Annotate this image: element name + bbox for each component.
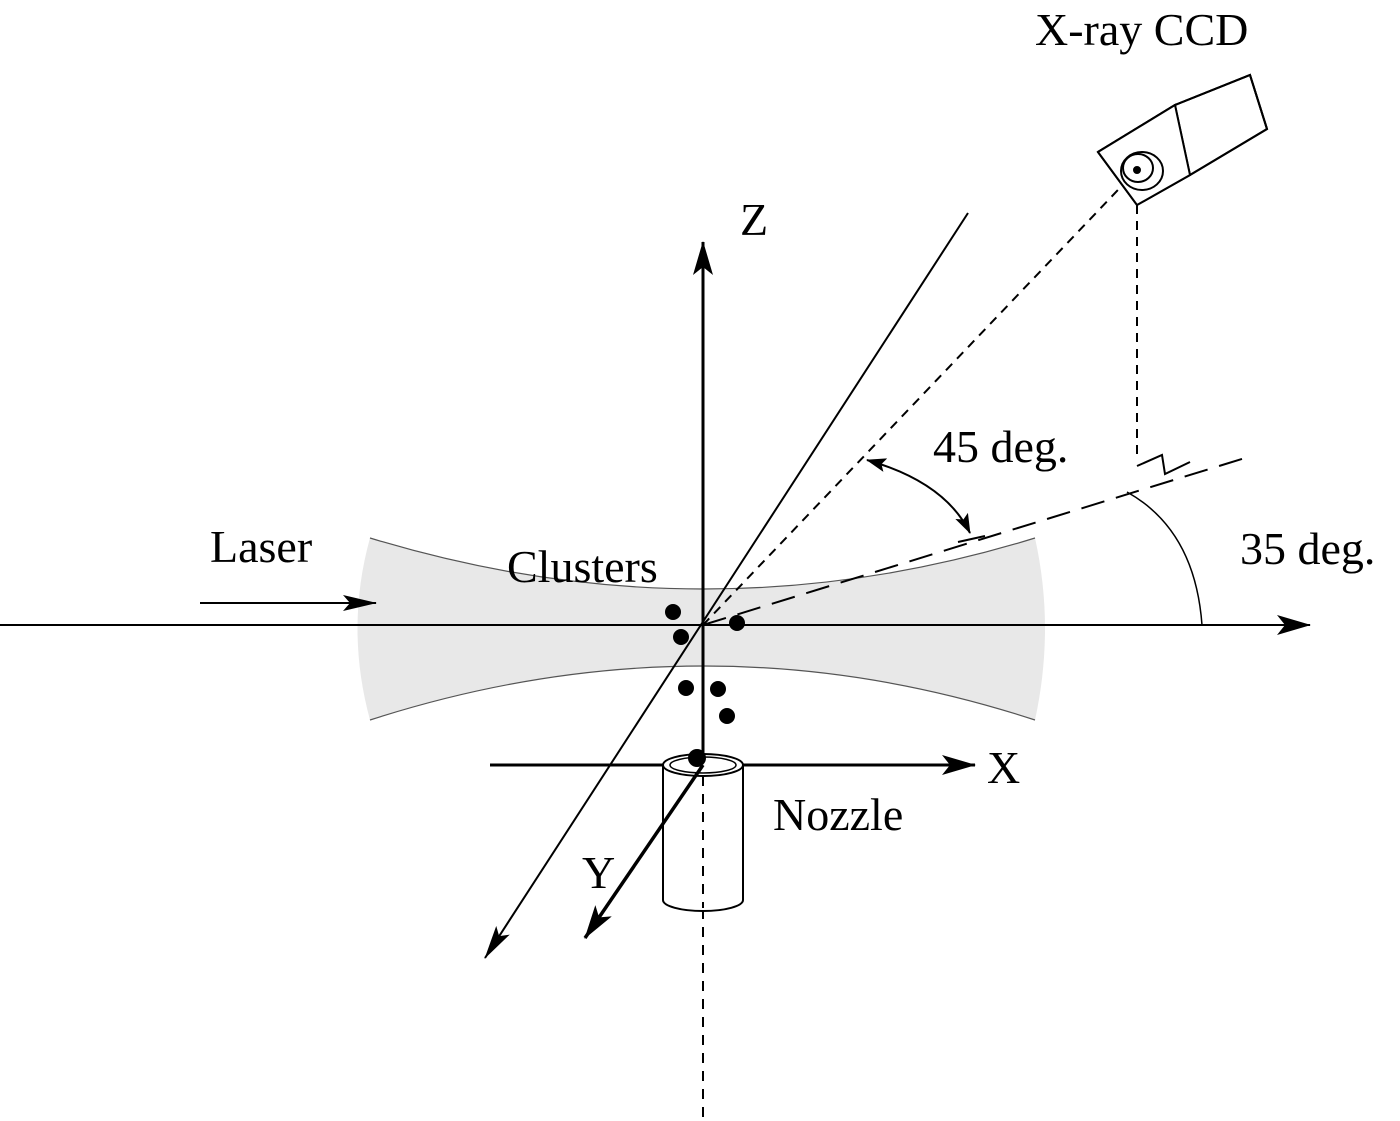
nozzle	[662, 753, 744, 912]
cluster-dot	[678, 680, 694, 696]
break-symbol	[1136, 453, 1191, 476]
diagonal-reference-line	[484, 212, 969, 959]
cluster-dot	[665, 604, 681, 620]
ccd-camera-icon	[1096, 73, 1269, 207]
horizontal-projection-line	[702, 457, 1246, 626]
clusters	[665, 604, 745, 767]
ccd-label: X-ray CCD	[1035, 4, 1248, 55]
x-axis-label: X	[987, 742, 1020, 793]
cluster-dot	[688, 749, 706, 767]
cluster-dot	[729, 615, 745, 631]
angle-45-label: 45 deg.	[933, 421, 1068, 472]
angle-35-label: 35 deg.	[1240, 523, 1375, 574]
nozzle-label: Nozzle	[773, 789, 903, 840]
cluster-dot	[719, 708, 735, 724]
angle-45-tick	[957, 535, 986, 543]
ccd-line-of-sight	[702, 169, 1138, 626]
angle-35-arc	[1126, 491, 1203, 626]
y-axis	[583, 764, 705, 939]
clusters-label: Clusters	[507, 541, 658, 592]
z-axis-label: Z	[740, 194, 768, 245]
laser-beam	[357, 538, 1045, 720]
laser-label: Laser	[210, 521, 312, 572]
angle-45-arrow	[866, 458, 971, 534]
cluster-dot	[710, 681, 726, 697]
cluster-dot	[673, 629, 689, 645]
y-axis-label: Y	[582, 847, 615, 898]
